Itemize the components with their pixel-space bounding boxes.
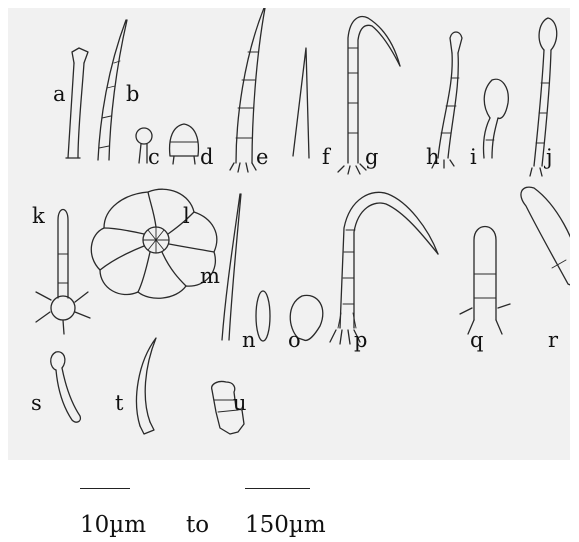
label-f: f [322,145,332,169]
trichome-n [256,291,270,341]
label-l: l [183,204,190,228]
trichome-l [91,189,216,298]
label-a: a [53,82,66,106]
label-u: u [233,391,247,415]
label-c: c [148,145,160,169]
trichome-i [483,79,508,158]
label-p: p [354,328,367,352]
label-s: s [31,391,42,415]
scale-bar-min-line [80,488,130,489]
trichome-s [51,352,81,422]
trichome-m [222,194,241,340]
trichome-r [521,187,570,285]
trichome-d [170,124,199,164]
scale-bar-max-label: 150µm [245,512,326,538]
scale-bar-max-line [245,488,310,489]
trichome-f [293,48,309,158]
label-b: b [126,82,139,106]
label-i: i [470,145,477,169]
label-d: d [200,145,213,169]
label-e: e [256,145,268,169]
trichome-j [530,18,557,176]
label-k: k [32,204,45,228]
label-m: m [200,264,220,288]
scale-bar-legend: 10µm to 150µm [0,460,579,542]
label-g: g [365,145,378,169]
scale-bar-min-label: 10µm [80,512,146,538]
trichome-b [98,20,127,160]
label-h: h [426,145,440,169]
label-q: q [470,328,483,352]
trichome-t [137,338,156,434]
trichome-q [460,227,510,335]
trichome-p [330,192,438,344]
scale-bar-connector: to [186,512,209,538]
label-o: o [288,328,301,352]
label-n: n [242,328,256,352]
trichome-k [36,210,90,335]
trichome-drawing-plate: a b c d e f g h i j k l m n o p q r s t … [8,8,570,460]
trichome-a [66,48,88,158]
label-t: t [115,391,124,415]
label-r: r [548,328,559,352]
